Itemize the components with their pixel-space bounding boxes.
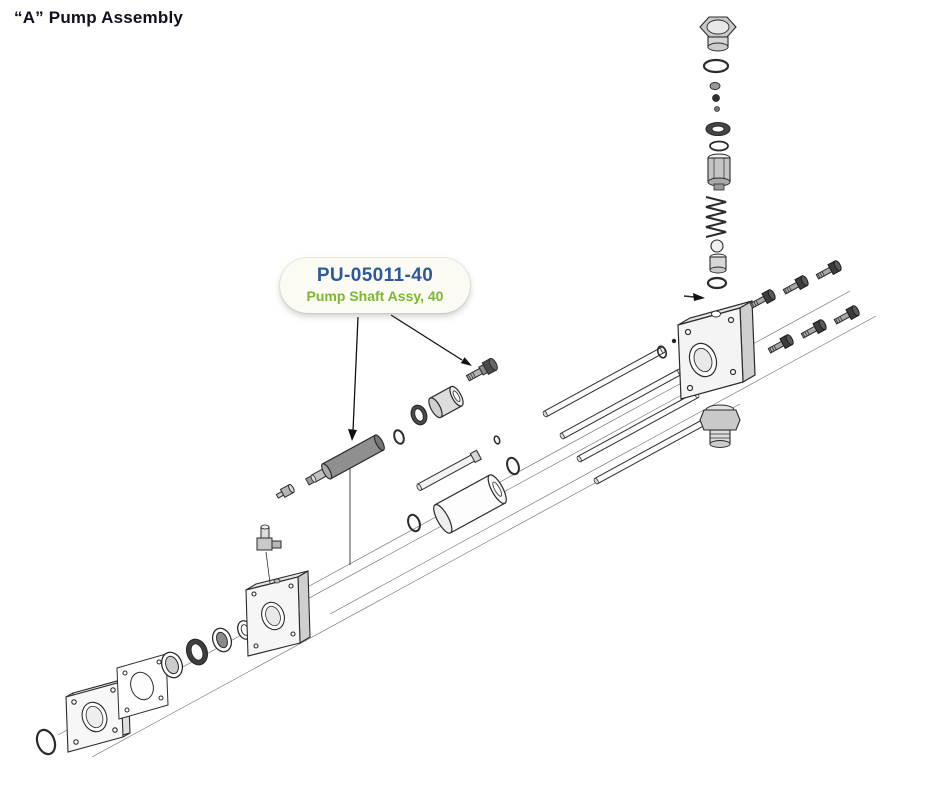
- mounting-bolt: [832, 304, 862, 328]
- part-name-label: Pump Shaft Assy, 40: [306, 287, 444, 304]
- part-callout[interactable]: PU-05011-40 Pump Shaft Assy, 40: [280, 258, 470, 314]
- valve-spring: [705, 196, 727, 238]
- seal-ring: [160, 651, 184, 679]
- end-o-ring: [35, 728, 57, 756]
- piston-o-ring: [407, 513, 421, 533]
- piston-o-ring: [506, 456, 520, 476]
- check-ball: [710, 239, 724, 253]
- relief-valve-stack: [683, 16, 737, 301]
- piston-cylinder: [433, 474, 507, 534]
- valve-seat: [709, 253, 727, 274]
- seal-ring: [211, 627, 233, 653]
- outlet-fitting: [699, 404, 741, 448]
- grease-fitting: [275, 483, 295, 499]
- mounting-bolt: [748, 288, 778, 312]
- page-title: “A” Pump Assembly: [14, 8, 184, 27]
- elbow-fitting: [256, 524, 282, 584]
- flow-direction-arrow: [683, 293, 705, 301]
- pump-shaft[interactable]: [303, 434, 386, 490]
- retainer-ring: [493, 435, 501, 445]
- stack-washer: [705, 121, 731, 137]
- tie-rod: [592, 412, 718, 486]
- pump-bracket-block: [245, 570, 311, 657]
- tie-rod: [575, 390, 701, 464]
- flange-gasket: [116, 653, 169, 720]
- part-number-link[interactable]: PU-05011-40: [316, 265, 434, 286]
- valve-cartridge: [707, 153, 731, 191]
- piston-rod: [416, 449, 482, 492]
- mounting-bolt: [781, 274, 811, 298]
- seat-o-ring: [706, 276, 728, 290]
- plug-o-ring: [702, 58, 730, 74]
- shaft-coupler: [428, 385, 464, 419]
- valve-o-ring-small: [656, 345, 668, 359]
- mounting-bolt: [799, 318, 829, 342]
- seal-ring: [185, 638, 209, 666]
- mount-flange: [65, 677, 131, 753]
- stack-ring: [709, 140, 729, 152]
- shaft-o-ring: [393, 429, 405, 445]
- mounting-bolt: [814, 259, 844, 283]
- callout-arrow-shaft: [348, 316, 359, 441]
- valve-block: [677, 299, 756, 400]
- mounting-bolt: [766, 333, 796, 357]
- shaft-end-bolt[interactable]: [465, 357, 499, 384]
- locating-pin: [671, 338, 677, 344]
- hex-plug: [699, 16, 737, 52]
- stack-pins: [709, 82, 721, 112]
- tie-rod: [541, 345, 667, 419]
- shaft-washer: [410, 404, 428, 426]
- tie-rod: [558, 367, 684, 441]
- callout-arrow-bolt: [390, 314, 472, 366]
